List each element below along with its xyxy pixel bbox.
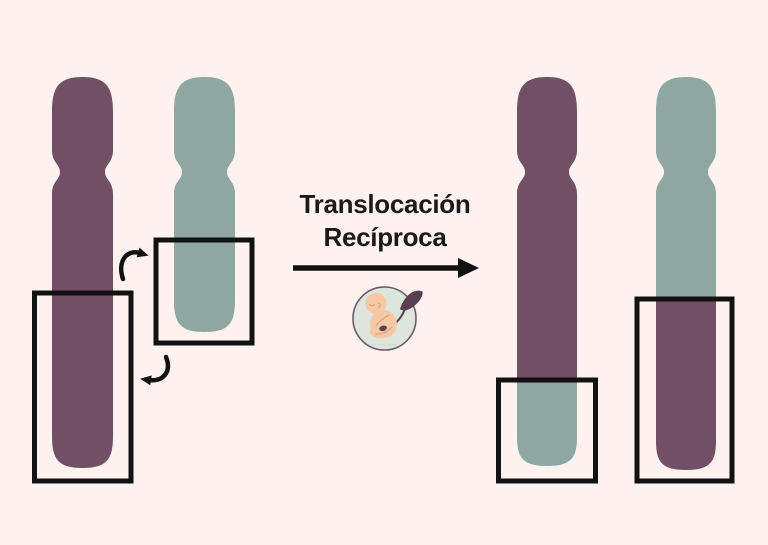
diagram-title: Translocación Recíproca (280, 188, 490, 254)
fetus-logo: ∙∙∙∙∙∙∙ ∙∙∙∙∙ (352, 286, 423, 351)
diagram-title-line2: Recíproca (323, 222, 447, 252)
chromosome-a-before (52, 77, 113, 468)
segment-box-purple-after (634, 296, 735, 484)
segment-box-purple-before (32, 290, 134, 484)
translocation-arrow-icon (293, 258, 479, 278)
logo-caption: ∙∙∙∙∙∙∙ ∙∙∙∙∙ (371, 342, 398, 347)
chromosome-b-before (174, 77, 235, 332)
exchange-arrow-up-icon (119, 247, 149, 282)
diagram-title-line1: Translocación (299, 189, 471, 219)
exchange-arrow-down-icon (140, 354, 171, 386)
placenta-icon (400, 290, 423, 311)
chromosome-a-after-upper (517, 77, 577, 381)
chromosome-b-after-upper (656, 77, 716, 299)
fetus-icon (365, 293, 397, 338)
segment-box-teal-before (153, 237, 255, 346)
segment-box-teal-after (496, 377, 598, 484)
translocated-teal-segment (517, 381, 577, 466)
translocated-purple-segment (656, 298, 716, 470)
